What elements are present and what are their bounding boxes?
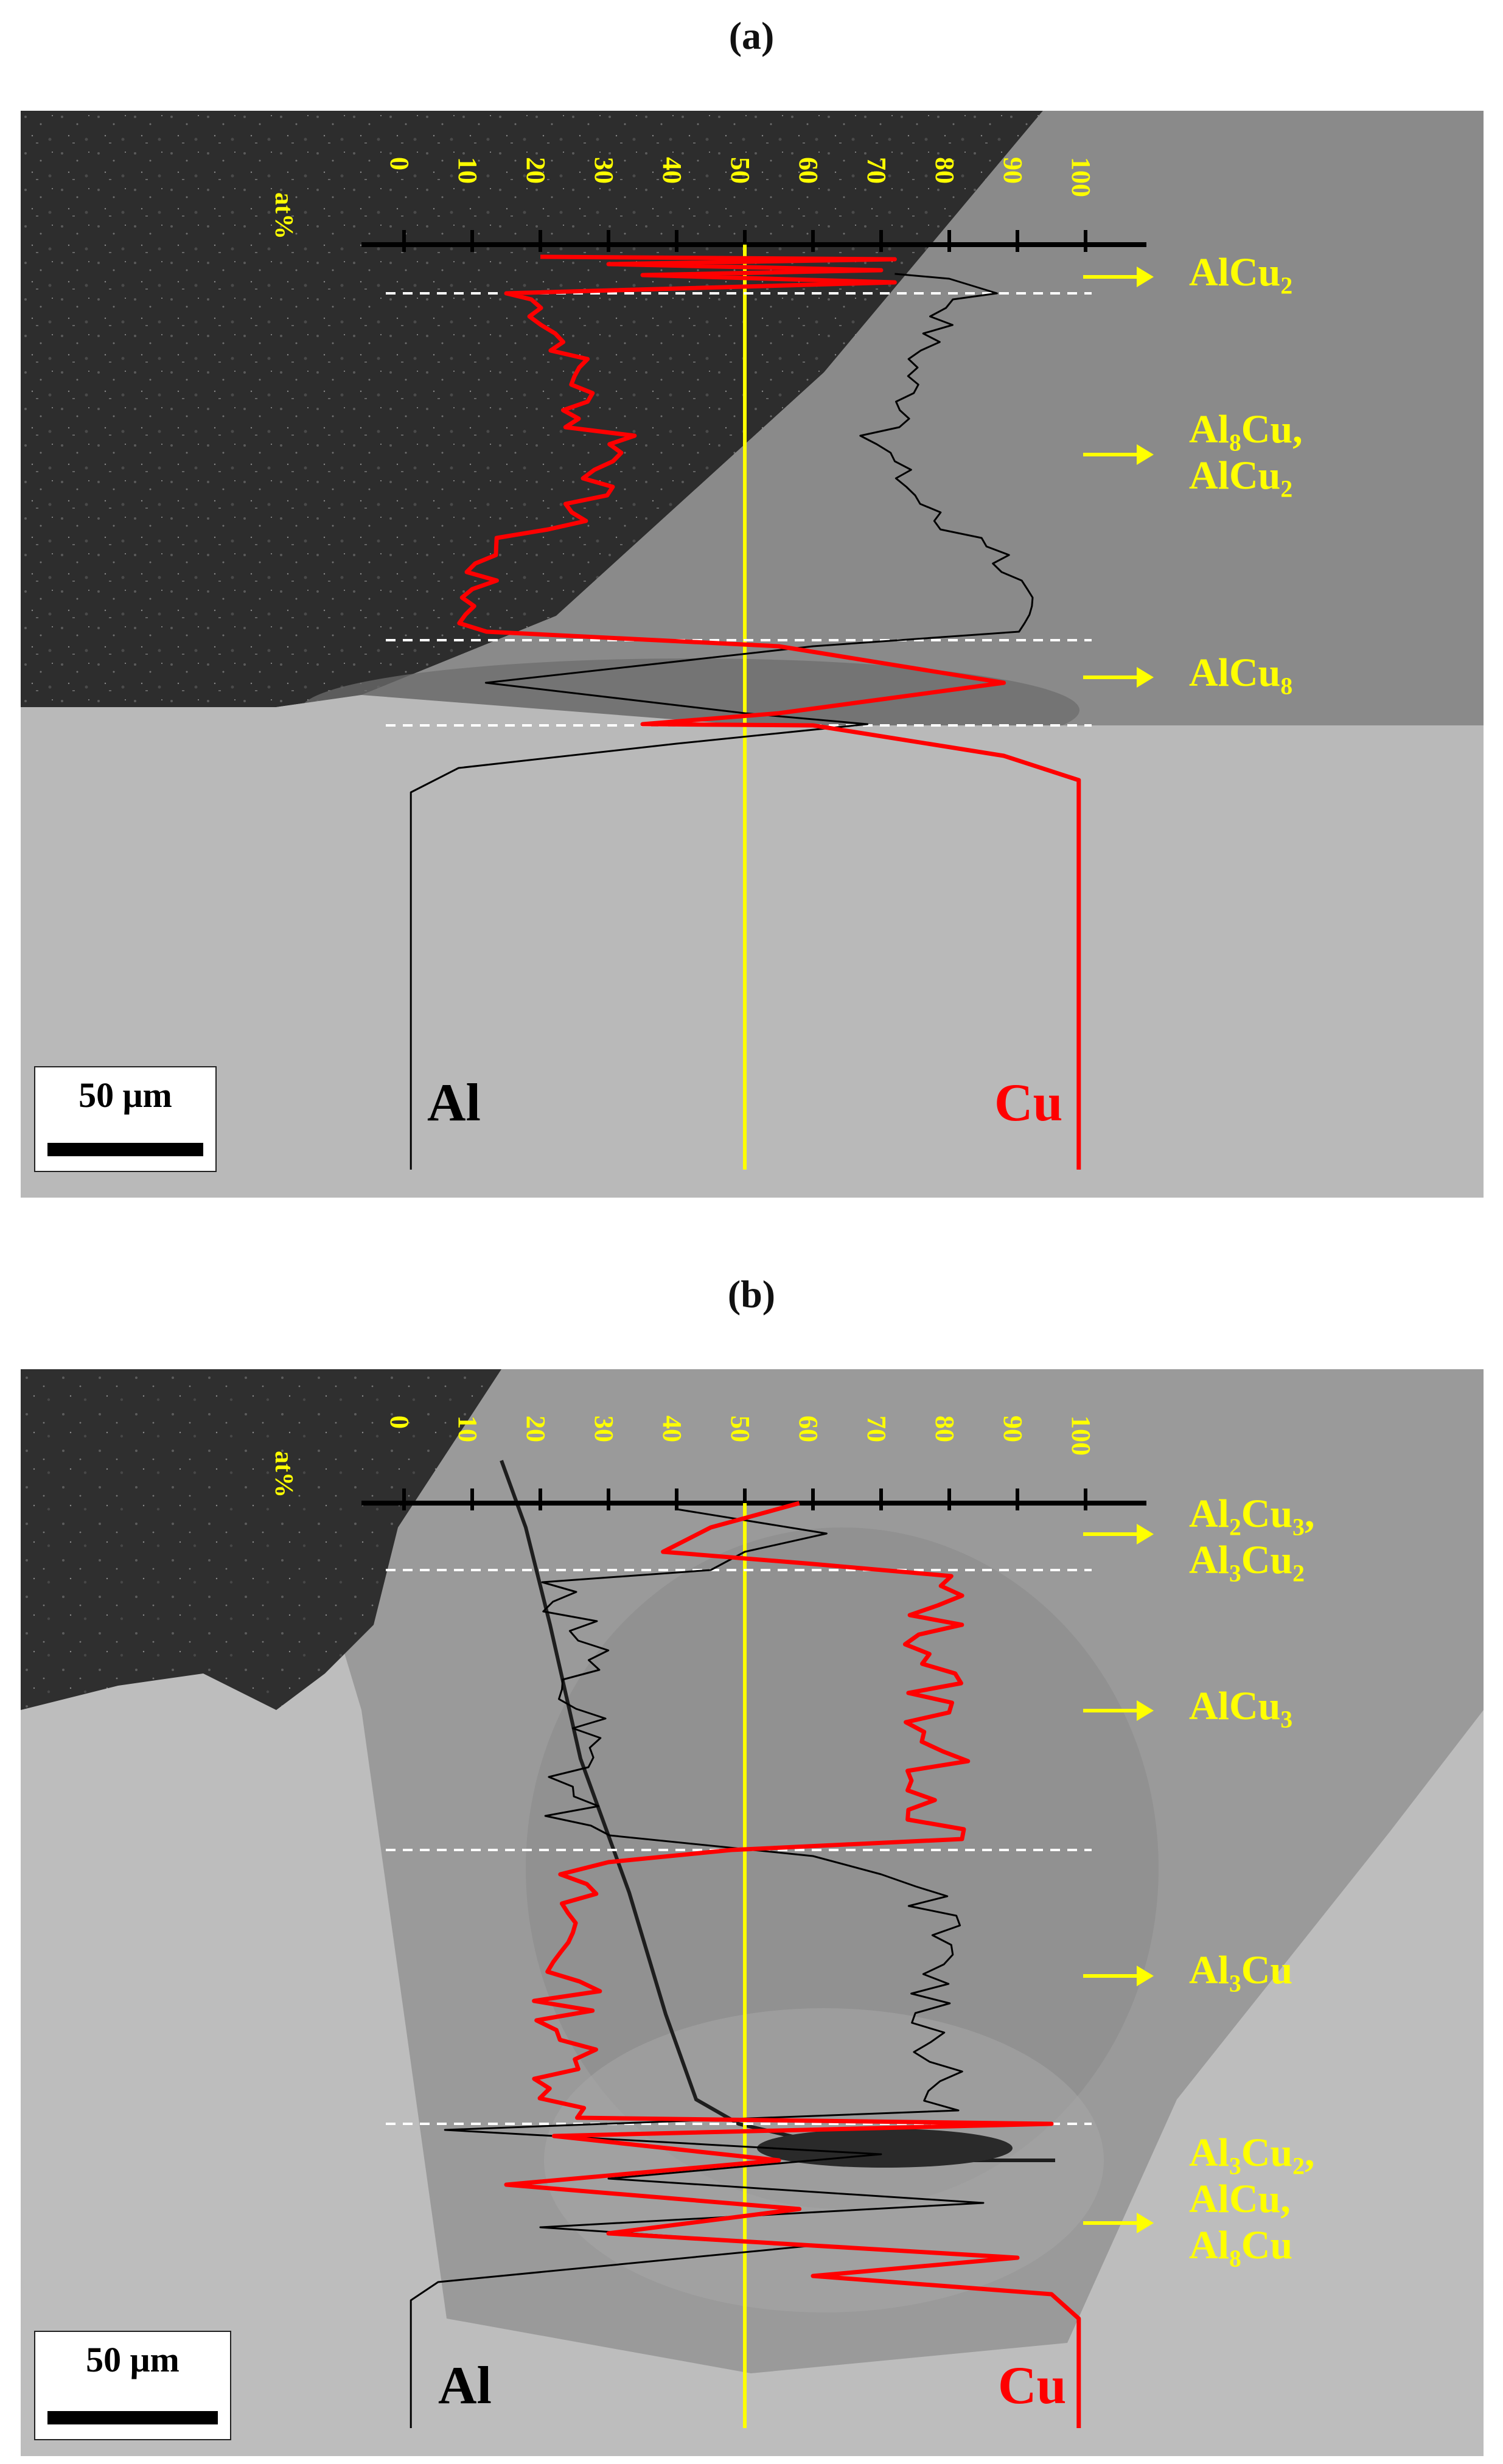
panel-a-image: [21, 111, 1484, 1198]
panel-a-phase-arrow-1: [1083, 267, 1154, 287]
panel-b-title: (b): [0, 1272, 1503, 1317]
axis-tick-label: 0: [385, 157, 414, 170]
axis-tick-label: 40: [657, 157, 687, 184]
panel-b-phase-1: Al₂Cu₃, Al₃Cu₂: [1189, 1492, 1315, 1582]
panel-b-phase-arrow-3: [1083, 1966, 1154, 1986]
panel-b-profiles: [361, 1489, 1146, 2428]
panel-b-phase-arrow-4: [1083, 2213, 1154, 2233]
axis-tick-label: 90: [998, 1415, 1028, 1442]
axis-tick-label: 30: [589, 1415, 619, 1442]
axis-tick-label: 10: [453, 1415, 483, 1442]
panel-a-cu-label: Cu: [994, 1073, 1063, 1133]
axis-tick-label: 50: [725, 157, 755, 184]
axis-tick-label: 20: [521, 157, 551, 184]
panel-a-al-label: Al: [427, 1073, 481, 1133]
panel-b-phase-arrow-1: [1083, 1524, 1154, 1544]
axis-tick-label: 70: [862, 157, 891, 184]
axis-tick-label: 60: [793, 157, 823, 184]
al-concentration-profile: [410, 273, 1034, 1170]
panel-a-micrograph: at% 0 10 20 30 40 50 60 70 80 90 100 AlCu₂ Al₈Cu, …: [21, 111, 1484, 1198]
al-concentration-profile: [410, 1508, 985, 2428]
panel-b-phase-3: Al₃Cu: [1189, 1948, 1293, 1992]
axis-tick-label: 20: [521, 1415, 551, 1442]
axis-tick-label: 100: [1066, 157, 1096, 197]
panel-b-phase-2: AlCu₃: [1189, 1684, 1293, 1728]
axis-tick-label: 10: [453, 157, 483, 184]
cu-concentration-profile: [457, 254, 1081, 1170]
panel-a-label: (a): [728, 14, 775, 57]
panel-a-phase-2: Al₈Cu, AlCu₂: [1189, 407, 1303, 498]
panel-b-micrograph: at% 0 10 20 30 40 50 60 70 80 90 100 Al₂Cu₃, Al₃Cu…: [21, 1369, 1484, 2456]
panel-b-phase-4: Al₃Cu₂, AlCu, Al₈Cu: [1189, 2131, 1315, 2267]
axis-tick-label: 30: [589, 157, 619, 184]
axis-tick-label: 90: [998, 157, 1028, 184]
panel-a-axis-unit: at%: [270, 192, 298, 239]
axis-tick-label: 70: [862, 1415, 891, 1442]
panel-a-title: (a): [0, 13, 1503, 58]
axis-tick-label: 80: [930, 157, 960, 184]
panel-a-scale-bar: 50 μm: [34, 1066, 217, 1172]
panel-b-scale-text: 50 μm: [86, 2340, 180, 2379]
panel-a-phase-3: AlCu₈: [1189, 651, 1293, 695]
panel-b-scale-bar: 50 μm: [34, 2331, 231, 2440]
panel-b-scale-line: [47, 2411, 218, 2424]
panel-a-phase-1: AlCu₂: [1189, 250, 1293, 295]
axis-tick-label: 60: [793, 1415, 823, 1442]
panel-b-axis-unit: at%: [270, 1451, 298, 1498]
panel-a-profiles: [361, 230, 1146, 1170]
axis-tick-label: 80: [930, 1415, 960, 1442]
axis-tick-label: 50: [725, 1415, 755, 1442]
panel-b-image: [21, 1369, 1484, 2456]
panel-b-label: (b): [727, 1272, 776, 1316]
panel-a-scale-text: 50 μm: [78, 1075, 172, 1115]
panel-b-al-label: Al: [438, 2356, 492, 2415]
panel-b-cu-label: Cu: [998, 2356, 1067, 2415]
panel-a-phase-arrow-2: [1083, 444, 1154, 465]
panel-a-phase-arrow-3: [1083, 667, 1154, 688]
panel-b-phase-arrow-2: [1083, 1700, 1154, 1721]
axis-tick-label: 100: [1066, 1415, 1096, 1456]
axis-tick-label: 0: [385, 1415, 414, 1429]
panel-a-scale-line: [47, 1143, 203, 1156]
cu-concentration-profile: [504, 1501, 1081, 2428]
axis-tick-label: 40: [657, 1415, 687, 1442]
